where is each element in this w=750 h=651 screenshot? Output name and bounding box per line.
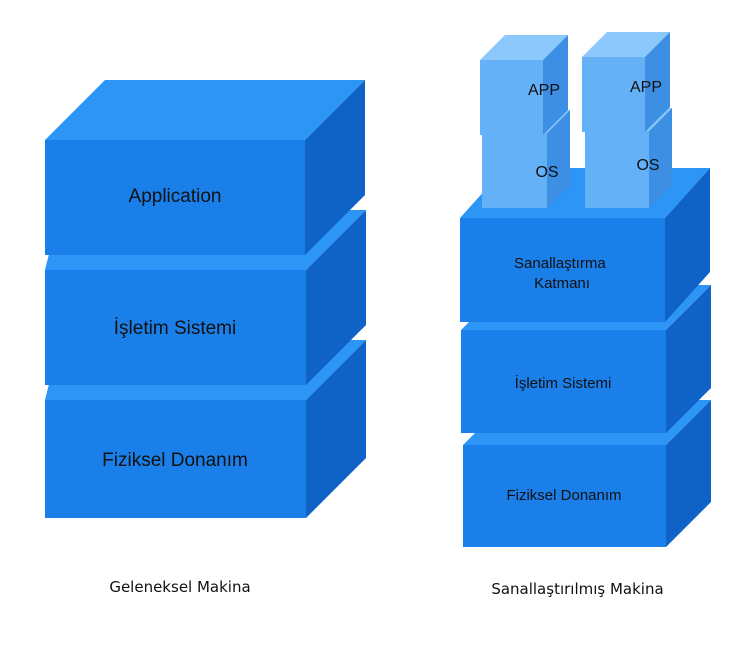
vm-app-cube: APP <box>582 32 670 132</box>
caption-traditional: Geleneksel Makina <box>109 578 251 596</box>
layer-label: İşletim Sistemi <box>515 374 612 392</box>
layer-hardware: Fiziksel Donanım <box>463 400 711 547</box>
caption-virtualized: Sanallaştırılmış Makina <box>491 580 664 598</box>
layer-label: İşletim Sistemi <box>114 318 236 339</box>
vm-app-label: APP <box>630 79 662 96</box>
vm-app-cube: APP <box>480 35 568 135</box>
virtualized-stack: Fiziksel Donanım İşletim Sistemi Sanalla… <box>460 32 711 547</box>
vm-os-label: OS <box>636 157 659 174</box>
traditional-stack: Fiziksel Donanım İşletim Sistemi Applica… <box>45 80 366 518</box>
vm-1: OS APP <box>480 35 570 208</box>
vm-2: OS APP <box>582 32 672 208</box>
layer-label: Sanallaştırma Katmanı <box>514 255 610 292</box>
layer-label: Fiziksel Donanım <box>102 450 248 471</box>
vm-app-label: APP <box>528 82 560 99</box>
layer-label: Fiziksel Donanım <box>506 487 621 504</box>
layer-label-line: Katmanı <box>534 275 590 292</box>
layer-label: Application <box>129 186 222 207</box>
layer-application: Application <box>45 80 365 255</box>
layer-label-line: Sanallaştırma <box>514 255 606 272</box>
vm-os-label: OS <box>535 164 558 181</box>
